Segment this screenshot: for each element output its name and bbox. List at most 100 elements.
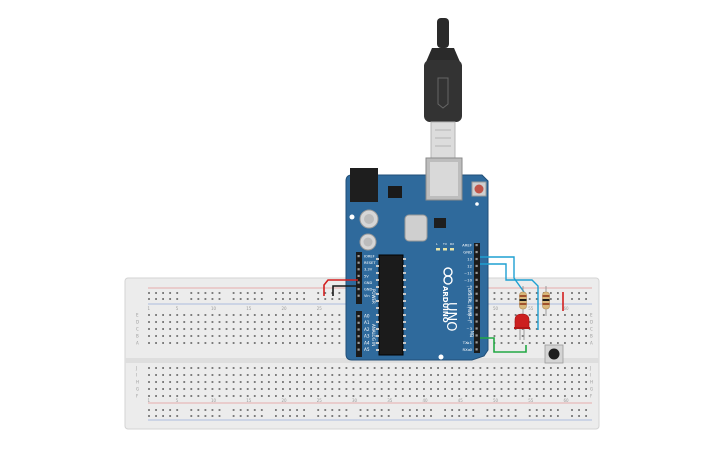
breadboard-hole[interactable] bbox=[542, 388, 545, 390]
breadboard-hole[interactable] bbox=[394, 388, 397, 390]
breadboard-hole[interactable] bbox=[176, 388, 179, 390]
breadboard-hole[interactable] bbox=[416, 388, 418, 390]
rail-hole[interactable] bbox=[493, 415, 496, 417]
breadboard-hole[interactable] bbox=[253, 374, 256, 376]
rail-hole[interactable] bbox=[557, 292, 559, 294]
breadboard-hole[interactable] bbox=[486, 395, 489, 397]
rail-hole[interactable] bbox=[528, 298, 531, 300]
breadboard-hole[interactable] bbox=[303, 342, 305, 344]
rail-hole[interactable] bbox=[500, 298, 503, 300]
breadboard-hole[interactable] bbox=[275, 374, 277, 376]
breadboard-hole[interactable] bbox=[296, 395, 298, 397]
breadboard-hole[interactable] bbox=[528, 395, 531, 397]
breadboard-hole[interactable] bbox=[331, 314, 334, 316]
breadboard-hole[interactable] bbox=[303, 381, 305, 383]
breadboard-hole[interactable] bbox=[183, 328, 186, 330]
breadboard-hole[interactable] bbox=[260, 328, 263, 330]
header-pin[interactable] bbox=[357, 341, 360, 344]
rail-hole[interactable] bbox=[232, 292, 235, 294]
breadboard-hole[interactable] bbox=[260, 335, 263, 337]
breadboard-hole[interactable] bbox=[458, 381, 461, 383]
rail-hole[interactable] bbox=[486, 415, 489, 417]
breadboard-hole[interactable] bbox=[373, 374, 376, 376]
breadboard-hole[interactable] bbox=[190, 367, 193, 369]
breadboard-hole[interactable] bbox=[176, 367, 179, 369]
breadboard-hole[interactable] bbox=[380, 388, 383, 390]
breadboard-hole[interactable] bbox=[310, 395, 313, 397]
breadboard-hole[interactable] bbox=[317, 367, 320, 369]
breadboard-hole[interactable] bbox=[282, 335, 284, 337]
header-pin[interactable] bbox=[357, 281, 360, 284]
header-pin[interactable] bbox=[357, 274, 360, 277]
breadboard-hole[interactable] bbox=[380, 374, 383, 376]
breadboard-hole[interactable] bbox=[246, 328, 249, 330]
breadboard-hole[interactable] bbox=[218, 328, 221, 330]
breadboard-hole[interactable] bbox=[535, 342, 538, 344]
breadboard-hole[interactable] bbox=[190, 335, 193, 337]
breadboard-hole[interactable] bbox=[549, 328, 552, 330]
breadboard-hole[interactable] bbox=[260, 395, 263, 397]
breadboard-hole[interactable] bbox=[331, 388, 334, 390]
rail-hole[interactable] bbox=[500, 409, 503, 411]
breadboard-hole[interactable] bbox=[296, 374, 298, 376]
breadboard-hole[interactable] bbox=[387, 374, 390, 376]
breadboard-hole[interactable] bbox=[317, 328, 320, 330]
breadboard-hole[interactable] bbox=[521, 367, 524, 369]
breadboard-hole[interactable] bbox=[408, 395, 411, 397]
rail-hole[interactable] bbox=[218, 409, 221, 411]
breadboard-hole[interactable] bbox=[437, 388, 439, 390]
breadboard-hole[interactable] bbox=[148, 395, 150, 397]
breadboard-hole[interactable] bbox=[486, 367, 489, 369]
breadboard-hole[interactable] bbox=[246, 367, 249, 369]
rail-hole[interactable] bbox=[148, 298, 150, 300]
breadboard-hole[interactable] bbox=[542, 335, 545, 337]
breadboard-hole[interactable] bbox=[338, 381, 341, 383]
rail-hole[interactable] bbox=[148, 292, 150, 294]
breadboard-hole[interactable] bbox=[472, 374, 475, 376]
breadboard-hole[interactable] bbox=[183, 335, 186, 337]
breadboard-hole[interactable] bbox=[338, 321, 341, 323]
wire-blue-pin13[interactable] bbox=[480, 256, 525, 293]
breadboard-hole[interactable] bbox=[155, 374, 157, 376]
breadboard-hole[interactable] bbox=[303, 335, 305, 337]
breadboard-hole[interactable] bbox=[211, 388, 214, 390]
rail-hole[interactable] bbox=[169, 409, 172, 411]
breadboard-hole[interactable] bbox=[176, 374, 179, 376]
breadboard-hole[interactable] bbox=[465, 381, 468, 383]
breadboard-hole[interactable] bbox=[458, 374, 461, 376]
breadboard-hole[interactable] bbox=[239, 395, 242, 397]
breadboard-hole[interactable] bbox=[366, 395, 369, 397]
breadboard-hole[interactable] bbox=[507, 328, 510, 330]
rail-hole[interactable] bbox=[197, 298, 200, 300]
rail-hole[interactable] bbox=[338, 409, 341, 411]
breadboard-hole[interactable] bbox=[282, 381, 284, 383]
breadboard-hole[interactable] bbox=[246, 388, 249, 390]
breadboard-hole[interactable] bbox=[289, 395, 291, 397]
breadboard-hole[interactable] bbox=[148, 328, 150, 330]
breadboard-hole[interactable] bbox=[578, 395, 580, 397]
breadboard-hole[interactable] bbox=[289, 374, 291, 376]
digital-header[interactable] bbox=[474, 243, 480, 353]
rail-hole[interactable] bbox=[155, 292, 157, 294]
breadboard-hole[interactable] bbox=[500, 328, 503, 330]
breadboard-hole[interactable] bbox=[571, 335, 573, 337]
breadboard-hole[interactable] bbox=[148, 335, 150, 337]
breadboard-hole[interactable] bbox=[571, 374, 573, 376]
rail-hole[interactable] bbox=[162, 292, 164, 294]
breadboard-hole[interactable] bbox=[542, 314, 545, 316]
breadboard-hole[interactable] bbox=[366, 367, 369, 369]
rail-hole[interactable] bbox=[366, 409, 369, 411]
breadboard-hole[interactable] bbox=[535, 328, 538, 330]
breadboard-hole[interactable] bbox=[232, 395, 235, 397]
breadboard-hole[interactable] bbox=[324, 335, 327, 337]
breadboard-hole[interactable] bbox=[204, 335, 207, 337]
breadboard-hole[interactable] bbox=[549, 395, 552, 397]
breadboard-hole[interactable] bbox=[317, 342, 320, 344]
wire-red-5v[interactable] bbox=[323, 279, 358, 296]
rail-hole[interactable] bbox=[338, 298, 341, 300]
rail-hole[interactable] bbox=[282, 292, 284, 294]
breadboard-hole[interactable] bbox=[521, 342, 524, 344]
rail-hole[interactable] bbox=[190, 415, 193, 417]
breadboard-hole[interactable] bbox=[585, 374, 587, 376]
